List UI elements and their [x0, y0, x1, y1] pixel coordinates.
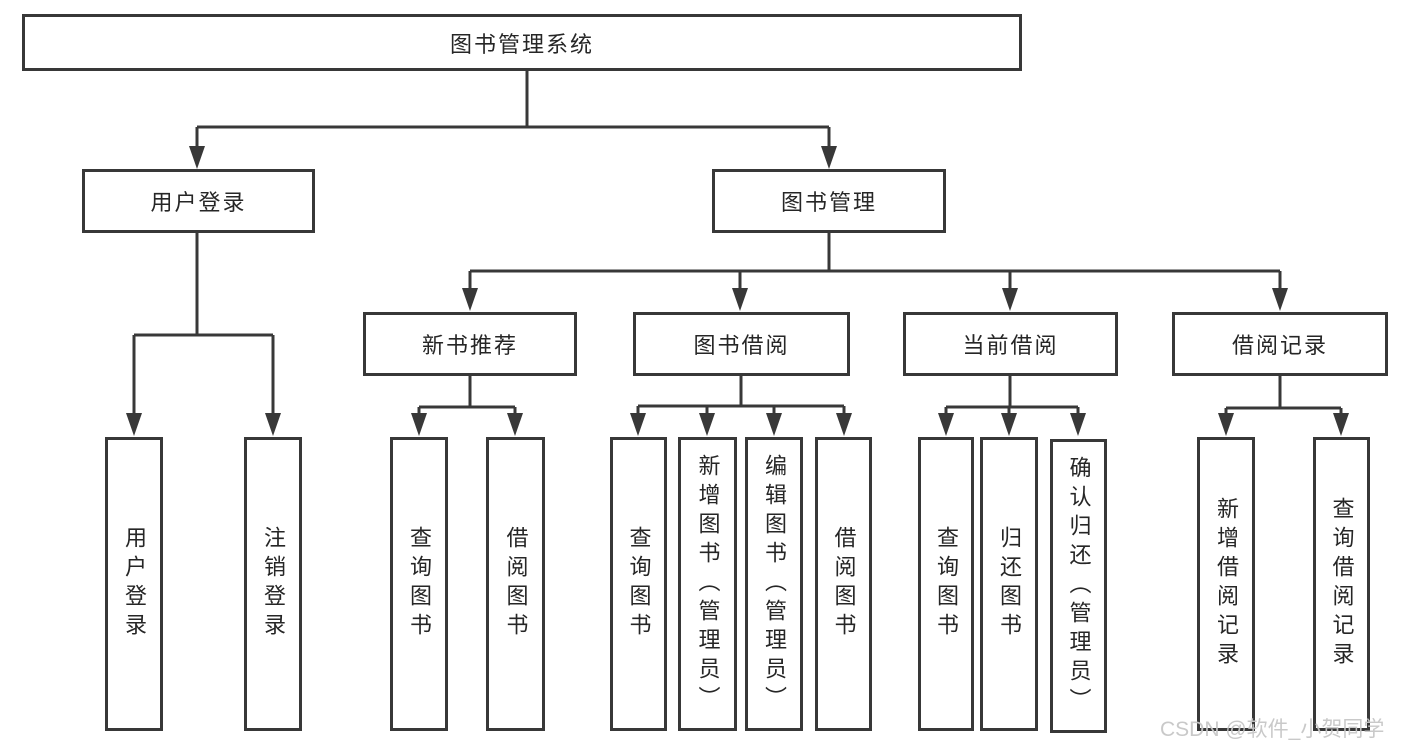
- leaf-query-books-borrow: 查询图书: [610, 437, 667, 731]
- node-book-management-label: 图书管理: [780, 190, 877, 215]
- node-root-label: 图书管理系统: [449, 31, 594, 57]
- connector-root-to-level2: [189, 71, 837, 169]
- node-book-management: 图书管理: [712, 169, 946, 233]
- leaf-query-books-recommend: 查询图书: [390, 437, 448, 731]
- leaf-edit-books-admin: 编辑图书（管理员）: [745, 437, 803, 731]
- leaf-add-books-admin: 新增图书（管理员）: [678, 437, 737, 731]
- node-root: 图书管理系统: [22, 14, 1022, 71]
- connector-new-book-to-leaves: [411, 376, 523, 436]
- leaf-user-login-label: 用户登录: [122, 526, 147, 642]
- leaf-borrow-books-label: 借阅图书: [831, 526, 857, 642]
- node-current-borrow: 当前借阅: [903, 312, 1118, 376]
- node-user-login-label: 用户登录: [150, 190, 247, 215]
- node-book-borrow: 图书借阅: [633, 312, 850, 376]
- leaf-confirm-return-admin-label: 确认归还（管理员）: [1066, 455, 1092, 717]
- leaf-add-borrow-record-label: 新增借阅记录: [1214, 497, 1239, 671]
- connector-borrow-records-to-leaves: [1218, 376, 1349, 436]
- leaf-borrow-books-recommend-label: 借阅图书: [503, 526, 529, 642]
- leaf-return-books: 归还图书: [980, 437, 1038, 731]
- node-user-login: 用户登录: [82, 169, 315, 233]
- watermark: CSDN @软件_小贺同学: [1160, 718, 1385, 741]
- leaf-query-borrow-record-label: 查询借阅记录: [1329, 497, 1355, 671]
- leaf-confirm-return-admin: 确认归还（管理员）: [1050, 439, 1107, 733]
- connector-current-borrow-to-leaves: [938, 376, 1086, 436]
- leaf-query-books-recommend-label: 查询图书: [407, 526, 432, 642]
- leaf-borrow-books: 借阅图书: [815, 437, 872, 731]
- leaf-query-books-current: 查询图书: [918, 437, 974, 731]
- node-new-book-recommend-label: 新书推荐: [421, 333, 518, 358]
- node-current-borrow-label: 当前借阅: [962, 333, 1059, 358]
- leaf-edit-books-admin-label: 编辑图书（管理员）: [762, 453, 787, 715]
- leaf-return-books-label: 归还图书: [997, 526, 1022, 642]
- node-book-borrow-label: 图书借阅: [693, 333, 790, 358]
- leaf-logout: 注销登录: [244, 437, 302, 731]
- leaf-add-books-admin-label: 新增图书（管理员）: [695, 453, 721, 715]
- connector-user-login-to-leaves: [126, 231, 281, 436]
- leaf-logout-label: 注销登录: [261, 526, 286, 642]
- leaf-add-borrow-record: 新增借阅记录: [1197, 437, 1255, 731]
- leaf-borrow-books-recommend: 借阅图书: [486, 437, 545, 731]
- connector-book-mgmt-to-level3: [462, 233, 1288, 311]
- leaf-query-borrow-record: 查询借阅记录: [1313, 437, 1370, 731]
- leaf-query-books-current-label: 查询图书: [934, 526, 959, 642]
- node-borrow-records-label: 借阅记录: [1231, 333, 1328, 358]
- node-borrow-records: 借阅记录: [1172, 312, 1388, 376]
- leaf-query-books-borrow-label: 查询图书: [626, 526, 652, 642]
- node-new-book-recommend: 新书推荐: [363, 312, 577, 376]
- connector-book-borrow-to-leaves: [630, 376, 852, 436]
- leaf-user-login: 用户登录: [105, 437, 163, 731]
